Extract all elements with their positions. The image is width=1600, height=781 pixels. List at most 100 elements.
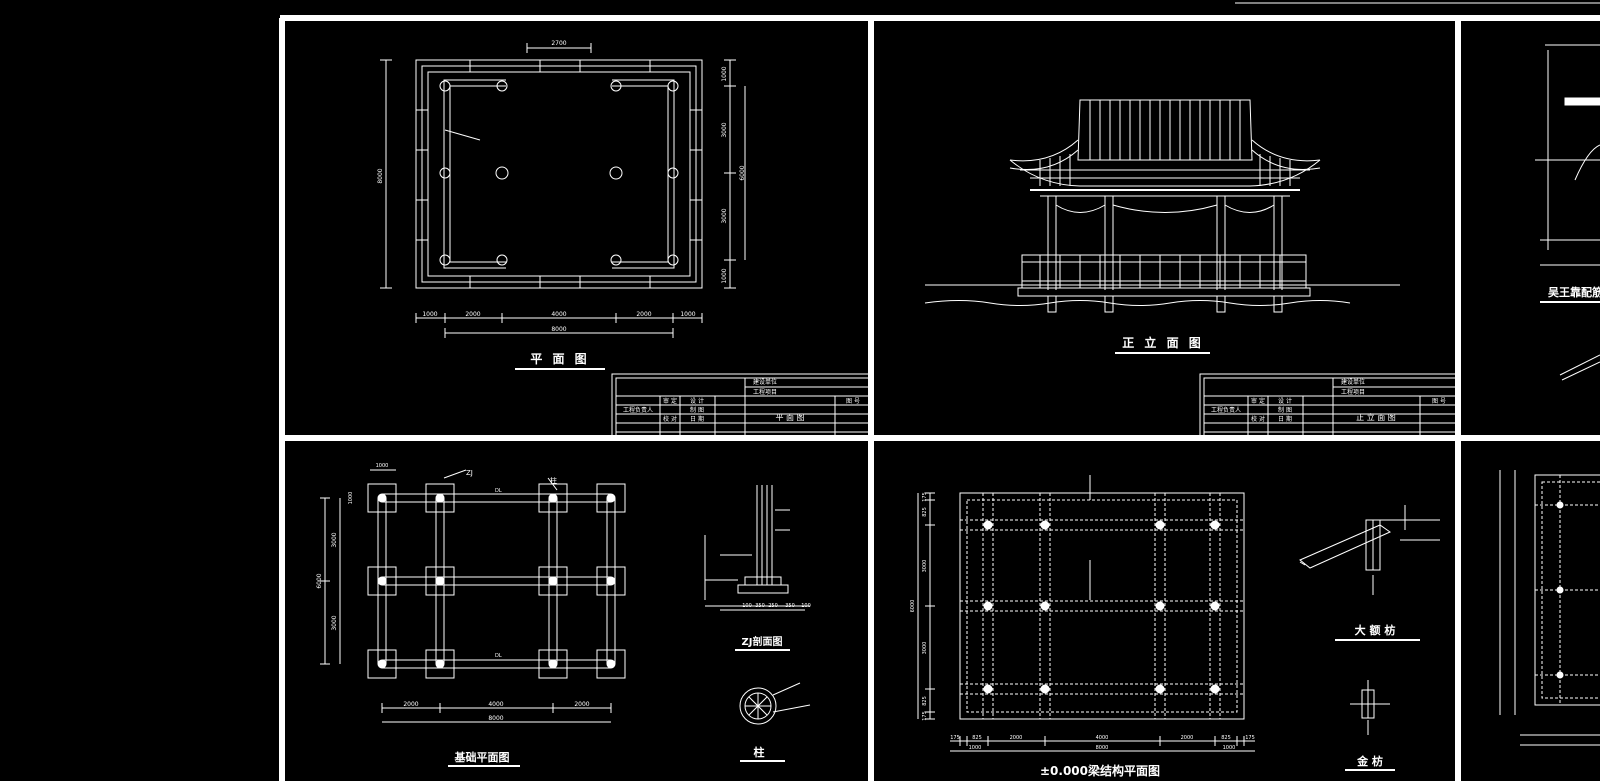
foundation-dim-bottom: 2000 4000 2000 8000: [381, 701, 612, 723]
plan-dim-right-4: 1000: [721, 268, 728, 283]
foundation-dim-bottom-2: 4000: [488, 701, 503, 708]
foundation-beams: [377, 493, 616, 669]
panel-right-top-partial: 吴王靠配筋: [1535, 44, 1600, 381]
plan-title: 平 面 图: [530, 352, 589, 366]
plan-dim-bottom-5: 1000: [680, 311, 695, 318]
foundation-columns: [377, 493, 616, 669]
beam-detail-dae-fang: 大 额 枋: [1299, 505, 1440, 641]
elevation-tb-cell-7: 建设单位: [1341, 378, 1365, 386]
zj-section-title: ZJ剖面图: [742, 635, 783, 648]
plan-dim-bottom: 1000 2000 4000 2000 1000 8000: [415, 311, 703, 338]
beam-columns: [983, 520, 1220, 694]
foundation-column-section: 柱: [739, 682, 811, 762]
elevation-roof: [1009, 99, 1321, 197]
plan-tb-cell-2: 设 计: [690, 397, 704, 405]
beam-dim-bottom-row2-2: 8000: [1096, 745, 1109, 751]
beam-dim-left-total: 6000: [910, 600, 916, 613]
plan-dim-bottom-4: 2000: [636, 311, 651, 318]
plan-tb-cell-7: 建设单位: [753, 378, 777, 386]
beam-dim-bottom-5: 2000: [1181, 735, 1194, 741]
zj-dim-4: 350: [785, 603, 795, 609]
plan-dim-right: 1000 3000 6000 3000 1000: [721, 59, 746, 289]
foundation-label-column: 柱: [550, 476, 557, 485]
foundation-label-dl-bottom: DL: [495, 653, 502, 659]
foundation-footings: [367, 483, 626, 679]
plan-border-ticks: [416, 60, 702, 288]
beam-dim-bottom-row2-1: 1000: [969, 745, 982, 751]
elevation-tb-cell-5: 校 对: [1251, 415, 1265, 423]
lower-roof-tiles: [1039, 154, 1291, 186]
plan-tb-cell-4: 日 期: [690, 415, 704, 423]
foundation-dim-bottom-3: 2000: [574, 701, 589, 708]
plan-tb-cell-8: 平 面 图: [775, 413, 804, 422]
panel-right-bottom-partial: [1499, 470, 1600, 746]
zj-dim-3: 250: [768, 603, 778, 609]
plan-columns: [439, 80, 679, 266]
plan-inner-walls: [443, 79, 675, 269]
elevation-railing: [1017, 254, 1311, 297]
beam-detail2-title: 金 枋: [1356, 754, 1383, 768]
beam-dim-left-3: 3000: [922, 560, 928, 573]
foundation-dim-bottom-1: 2000: [403, 701, 418, 708]
plan-title-block: 工程负责人 审 定 设 计 制 图 日 期 校 对 工程项目 建设单位 平 面 …: [611, 373, 872, 439]
foundation-label-dl-top: DL: [495, 488, 502, 494]
foundation-dim-bottom-total: 8000: [488, 715, 503, 722]
elevation-tb-cell-8: 正 立 面 图: [1356, 412, 1396, 422]
elevation-tb-cell-9: 图 号: [1432, 398, 1446, 405]
elevation-piers: [1047, 295, 1283, 313]
beam-grid: [960, 493, 1244, 719]
right-top-label: 吴王靠配筋: [1548, 285, 1600, 299]
beam-dim-bottom-2: 825: [972, 735, 982, 741]
foundation-label-zj: ZJ: [466, 469, 473, 477]
beam-dim-left-1: 175: [922, 492, 928, 502]
elevation-tb-cell-1: 审 定: [1251, 397, 1265, 405]
plan-tb-cell-0: 工程负责人: [623, 406, 653, 414]
beam-dim-left: 175 825 3000 3000 825 175 6000: [910, 492, 935, 721]
elevation-tb-cell-6: 工程项目: [1341, 388, 1365, 396]
zj-dim-2: 350: [755, 603, 765, 609]
beam-dim-bottom-3: 2000: [1010, 735, 1023, 741]
plan-dim-right-2: 3000: [721, 122, 728, 137]
beam-dim-bottom: 175 825 2000 4000 2000 825 175 1000 8000…: [950, 735, 1255, 752]
plan-tb-cell-3: 制 图: [690, 406, 704, 414]
foundation-dim-left-total: 6000: [316, 573, 323, 588]
beam-detail1-title: 大 额 枋: [1355, 623, 1396, 637]
plan-tb-cell-5: 校 对: [663, 415, 677, 423]
beam-dim-bottom-4: 4000: [1096, 735, 1109, 741]
beam-dim-bottom-7: 175: [1245, 735, 1255, 741]
beam-dim-left-4: 3000: [922, 642, 928, 655]
plan-dim-right-3: 6000: [739, 165, 746, 180]
plan-dim-right-mid: 3000: [721, 208, 728, 223]
elevation-title: 正 立 面 图: [1122, 335, 1204, 350]
beam-dim-left-6: 175: [922, 711, 928, 721]
foundation-dim-left: 3000 3000 6000: [316, 497, 341, 665]
plan-dim-left: 8000: [377, 59, 392, 289]
panel-plan: 2700 8000 1000 3000 6000 3000 1000 1: [377, 40, 872, 439]
panel-elevation: 正 立 面 图 工程负责人 审 定 设 计 制 图 日 期 校 对 工程项目 建…: [924, 99, 1459, 439]
plan-dim-bottom-3: 4000: [551, 311, 566, 318]
beam-dim-bottom-1: 175: [950, 735, 960, 741]
plan-tb-cell-6: 工程项目: [753, 388, 777, 396]
column-section-title: 柱: [754, 745, 765, 759]
plan-dim-top-label: 2700: [551, 40, 566, 47]
elevation-tb-cell-4: 日 期: [1278, 415, 1292, 423]
zj-dim-1: 100: [742, 603, 752, 609]
beam-title: ±0.000梁结构平面图: [1040, 763, 1160, 778]
beam-dim-bottom-row2-3: 1000: [1223, 745, 1236, 751]
plan-tb-cell-1: 审 定: [663, 397, 677, 405]
elevation-tb-cell-2: 设 计: [1278, 397, 1292, 405]
beam-dim-bottom-6: 825: [1221, 735, 1231, 741]
beam-dim-left-5: 825: [922, 696, 928, 706]
zj-dim-5: 100: [801, 603, 811, 609]
plan-dim-right-1: 1000: [721, 66, 728, 81]
plan-dim-bottom-total: 8000: [551, 326, 566, 333]
beam-dim-left-2: 825: [922, 507, 928, 517]
elevation-tb-cell-0: 工程负责人: [1211, 406, 1241, 414]
foundation-dim-left-1: 3000: [331, 532, 338, 547]
foundation-title: 基础平面图: [454, 750, 510, 764]
plan-dim-bottom-2: 2000: [465, 311, 480, 318]
panel-beam: 175 825 3000 3000 825 175 6000 175 825 2…: [910, 475, 1440, 778]
plan-dim-top: 2700: [526, 40, 592, 53]
elevation-title-block: 工程负责人 审 定 设 计 制 图 日 期 校 对 工程项目 建设单位 正 立 …: [1199, 373, 1459, 439]
